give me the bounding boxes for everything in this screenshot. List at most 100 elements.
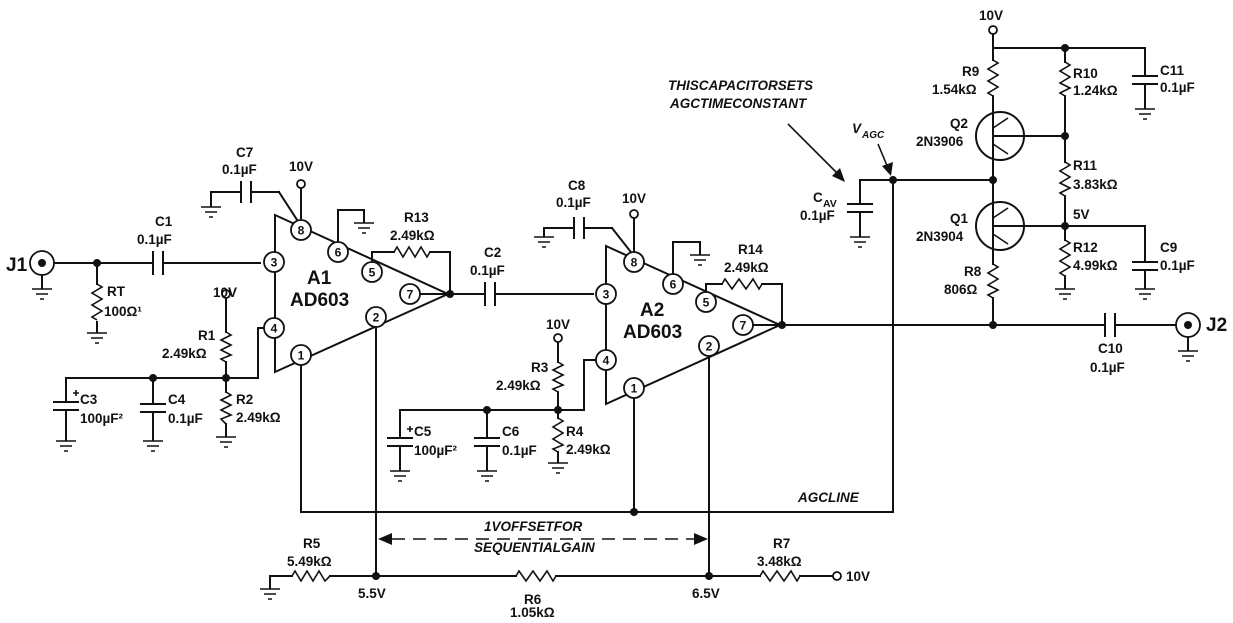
c10-value: 0.1µF xyxy=(1090,360,1125,375)
a1-ref: A1 xyxy=(307,268,332,289)
a2-pin5: 5 xyxy=(703,296,710,310)
wiring xyxy=(41,33,1189,589)
c11-ref: C11 xyxy=(1160,63,1185,78)
r7-value: 3.48kΩ xyxy=(757,554,802,569)
opamp-pins: 8 6 3 5 7 2 4 1 8 6 3 5 7 2 4 1 xyxy=(263,219,754,399)
a1-pin2: 2 xyxy=(373,311,380,325)
a1-pin8: 8 xyxy=(298,224,305,238)
r7-10v-label: 10V xyxy=(846,569,870,584)
r10-ref: R10 xyxy=(1073,66,1098,81)
vagc-sub: AGC xyxy=(861,130,885,141)
r8-value: 806Ω xyxy=(944,282,978,297)
r14-ref: R14 xyxy=(738,242,763,257)
c3-ref: C3 xyxy=(80,392,98,407)
a2-pin6: 6 xyxy=(670,278,677,292)
annotation-arrows xyxy=(73,123,893,545)
c5-value: 100µF² xyxy=(414,443,458,458)
a1-pin5: 5 xyxy=(369,266,376,280)
cav-value: 0.1µF xyxy=(800,208,835,223)
c9-ref: C9 xyxy=(1160,240,1177,255)
r2-ref: R2 xyxy=(236,392,253,407)
r7-ref: R7 xyxy=(773,536,790,551)
j1-connector[interactable] xyxy=(29,250,55,276)
r1-10v-label: 10V xyxy=(213,285,237,300)
r9-value: 1.54kΩ xyxy=(932,82,977,97)
c4-value: 0.1µF xyxy=(168,411,203,426)
c2-ref: C2 xyxy=(484,245,501,260)
r3-10v-label: 10V xyxy=(546,317,570,332)
c11-value: 0.1µF xyxy=(1160,80,1195,95)
r11-ref: R11 xyxy=(1073,158,1098,173)
r2-value: 2.49kΩ xyxy=(236,410,281,425)
j2-label: J2 xyxy=(1206,315,1227,336)
c1-value: 0.1µF xyxy=(137,232,172,247)
junction-dots xyxy=(93,44,1069,580)
a2-pin4: 4 xyxy=(603,354,610,368)
a1-pin1: 1 xyxy=(298,349,305,363)
cap-note-line2: AGCTIMECONSTANT xyxy=(669,96,808,111)
a2-pin1: 1 xyxy=(631,382,638,396)
r6-ref: R6 xyxy=(524,592,542,607)
a1-part: AD603 xyxy=(290,290,349,311)
opamp-a2[interactable] xyxy=(605,244,783,406)
c3-value: 100µF² xyxy=(80,411,124,426)
a2-pin2: 2 xyxy=(706,340,713,354)
ground-icons xyxy=(32,108,1198,600)
a1-pin3: 3 xyxy=(271,256,278,270)
q1-ref: Q1 xyxy=(950,211,969,226)
q1-part: 2N3904 xyxy=(916,229,964,244)
r14-value: 2.49kΩ xyxy=(724,260,769,275)
labels: J1 J2 A1 AD603 A2 AD603 C1 0.1µF C7 0.1µ… xyxy=(6,8,1227,620)
a2-pin8: 8 xyxy=(631,256,638,270)
c4-ref: C4 xyxy=(168,392,186,407)
c6-value: 0.1µF xyxy=(502,443,537,458)
r6-value: 1.05kΩ xyxy=(510,605,555,620)
a1-10v-label: 10V xyxy=(289,159,313,174)
r4-ref: R4 xyxy=(566,424,584,439)
offset-line2: SEQUENTIALGAIN xyxy=(474,540,595,555)
r9-ref: R9 xyxy=(962,64,979,79)
r8-ref: R8 xyxy=(964,264,982,279)
r13-ref: R13 xyxy=(404,210,429,225)
r13-value: 2.49kΩ xyxy=(390,228,435,243)
c5-ref: C5 xyxy=(414,424,432,439)
offset-line1: 1VOFFSETFOR xyxy=(484,519,583,534)
r1-ref: R1 xyxy=(198,328,216,343)
transistor-q1[interactable] xyxy=(975,199,1025,251)
node-5v-label: 5V xyxy=(1073,207,1090,222)
resistor-zigzags xyxy=(90,59,1072,583)
agc-line-label: AGCLINE xyxy=(797,490,860,505)
a2-pin7: 7 xyxy=(740,319,747,333)
rt-value: 100Ω¹ xyxy=(104,304,142,319)
a1-pin6: 6 xyxy=(335,246,342,260)
c8-ref: C8 xyxy=(568,178,586,193)
c2-value: 0.1µF xyxy=(470,263,505,278)
r10-value: 1.24kΩ xyxy=(1073,83,1118,98)
r3-ref: R3 xyxy=(531,360,549,375)
c6-ref: C6 xyxy=(502,424,520,439)
r3-value: 2.49kΩ xyxy=(496,378,541,393)
supply-terminals xyxy=(221,25,998,581)
j2-connector[interactable] xyxy=(1175,312,1201,338)
r5-value: 5.49kΩ xyxy=(287,554,332,569)
c7-value: 0.1µF xyxy=(222,162,257,177)
node-65v-label: 6.5V xyxy=(692,586,720,601)
j1-label: J1 xyxy=(6,255,28,276)
q2-ref: Q2 xyxy=(950,116,968,131)
a1-pin7: 7 xyxy=(407,288,414,302)
c7-ref: C7 xyxy=(236,145,253,160)
transistor-q2[interactable] xyxy=(975,111,1025,161)
rt-ref: RT xyxy=(107,284,126,299)
cav-ref-sub: AV xyxy=(823,198,837,210)
cav-ref-main: C xyxy=(813,190,823,205)
c8-value: 0.1µF xyxy=(556,195,591,210)
a2-part: AD603 xyxy=(623,322,682,343)
a2-pin3: 3 xyxy=(603,288,610,302)
r12-value: 4.99kΩ xyxy=(1073,258,1118,273)
opamp-a1[interactable] xyxy=(274,213,451,374)
q2-part: 2N3906 xyxy=(916,134,964,149)
c1-ref: C1 xyxy=(155,214,173,229)
capacitor-plates xyxy=(53,75,1158,447)
r4-value: 2.49kΩ xyxy=(566,442,611,457)
a1-pin4: 4 xyxy=(271,322,278,336)
